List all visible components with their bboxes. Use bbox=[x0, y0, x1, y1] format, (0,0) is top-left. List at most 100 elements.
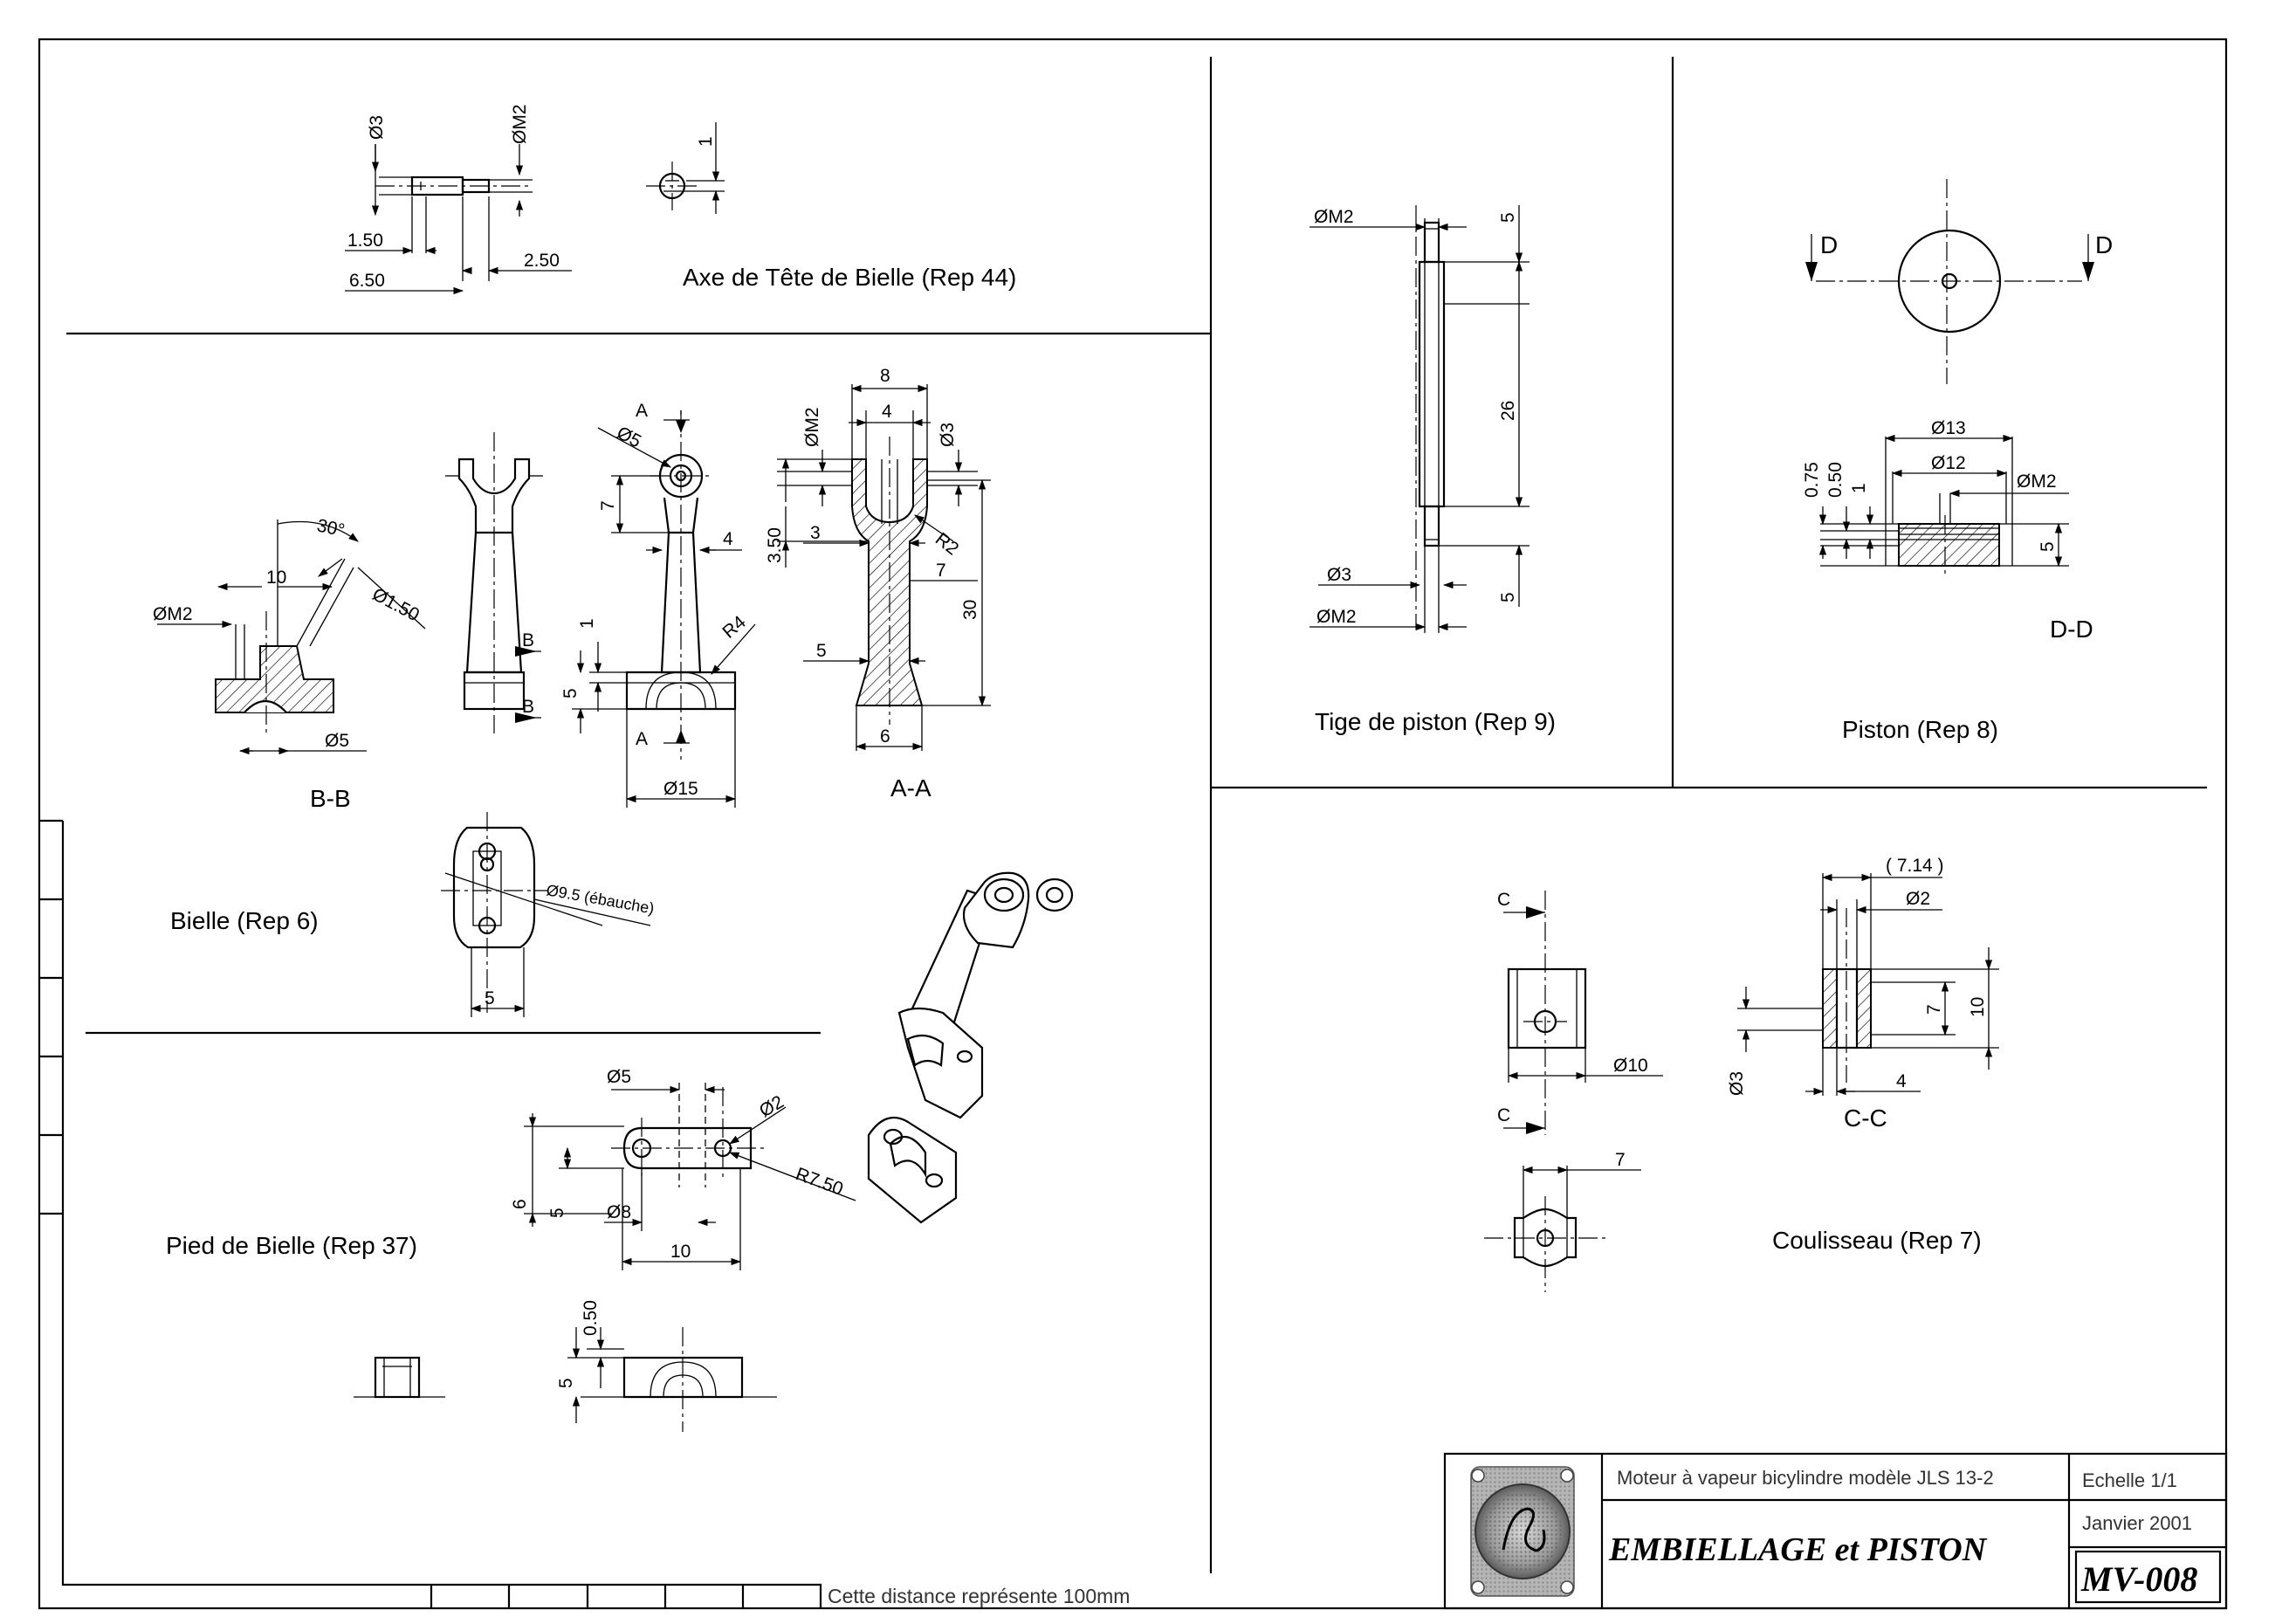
dim-tige-d3: Ø3 bbox=[1327, 565, 1351, 585]
dim-aa-6: 6 bbox=[880, 726, 890, 747]
coul-bottom: 7 bbox=[1484, 1150, 1641, 1292]
section-bb: 30° 10 Ø1.50 ØM2 Ø5 bbox=[153, 515, 426, 755]
cut-b-bottom: B bbox=[522, 697, 534, 717]
dim-aa-3: 3 bbox=[810, 523, 821, 543]
dim-piston-5: 5 bbox=[2038, 541, 2058, 552]
pied-title: Pied de Bielle (Rep 37) bbox=[166, 1232, 417, 1259]
dim-coul-714: ( 7.14 ) bbox=[1886, 856, 1944, 876]
dim-coul-v7: 7 bbox=[1924, 1004, 1944, 1015]
dim-bb-d150: Ø1.50 bbox=[369, 584, 423, 625]
dim-pied-v050: 0.50 bbox=[581, 1300, 601, 1336]
bielle-title: Bielle (Rep 6) bbox=[170, 907, 319, 934]
dim-piston-075: 0.75 bbox=[1802, 462, 1822, 498]
dim-tige-dm2a: ØM2 bbox=[1314, 207, 1354, 227]
cut-b-top: B bbox=[522, 630, 534, 650]
dim-front-l4: 4 bbox=[723, 529, 733, 549]
dim-aa-30: 30 bbox=[960, 600, 980, 620]
dim-front-d15: Ø15 bbox=[663, 779, 698, 799]
cut-c-bottom: C bbox=[1497, 1105, 1510, 1125]
dim-axe-250: 2.50 bbox=[524, 251, 560, 271]
dim-tige-5a: 5 bbox=[1498, 212, 1518, 223]
dim-piston-d13: Ø13 bbox=[1931, 418, 1966, 438]
tb-scale: Echelle 1/1 bbox=[2082, 1469, 2177, 1491]
dim-axe-d3: Ø3 bbox=[367, 115, 387, 140]
pied-front: Ø5 Ø2 R7.50 6 5 Ø8 10 bbox=[510, 1067, 856, 1270]
dim-coul-4: 4 bbox=[1896, 1071, 1907, 1091]
dim-pied-d2: Ø2 bbox=[756, 1091, 787, 1121]
section-cc-label: C-C bbox=[1844, 1104, 1887, 1132]
dim-axe-dm2: ØM2 bbox=[510, 104, 530, 144]
axe-view: Ø3 ØM2 1.50 6.50 2.50 1 bbox=[345, 104, 725, 295]
dim-coul-d2: Ø2 bbox=[1906, 889, 1930, 909]
cut-d-right: D bbox=[2095, 231, 2113, 258]
tige-title: Tige de piston (Rep 9) bbox=[1315, 708, 1556, 735]
bielle-front: A A Ø5 7 4 R4 1 5 Ø15 bbox=[560, 401, 756, 808]
dim-axe-650: 6.50 bbox=[349, 271, 385, 291]
dim-pied-d5: Ø5 bbox=[607, 1067, 631, 1087]
dim-pied-r750: R7.50 bbox=[793, 1164, 846, 1200]
dim-aa-d3: Ø3 bbox=[938, 423, 958, 447]
title-block bbox=[1443, 1452, 2228, 1610]
dim-coul-d3: Ø3 bbox=[1727, 1071, 1747, 1096]
pied-side bbox=[354, 1356, 445, 1399]
cut-d-left: D bbox=[1820, 231, 1838, 258]
dim-bb-d5: Ø5 bbox=[325, 731, 349, 751]
cut-c-top: C bbox=[1497, 890, 1510, 910]
dim-axe-150: 1.50 bbox=[347, 231, 383, 251]
dim-piston-dm2: ØM2 bbox=[2017, 471, 2057, 492]
dim-front-v5: 5 bbox=[560, 688, 581, 698]
section-bb-label: B-B bbox=[310, 785, 351, 812]
dim-top-5: 5 bbox=[485, 988, 495, 1008]
dim-aa-r2: R2 bbox=[931, 529, 962, 560]
tb-project: Moteur à vapeur bicylindre modèle JLS 13… bbox=[1617, 1467, 1994, 1489]
dim-piston-050: 0.50 bbox=[1825, 462, 1846, 498]
piston-top: D D bbox=[1805, 179, 2113, 384]
piston-title: Piston (Rep 8) bbox=[1842, 716, 1998, 743]
dim-bb-10: 10 bbox=[266, 568, 286, 588]
dim-axe-v1: 1 bbox=[696, 136, 716, 147]
dim-bb-dm2: ØM2 bbox=[153, 604, 193, 624]
dim-pied-v5b: 5 bbox=[556, 1378, 576, 1388]
piston-section: Ø13 Ø12 ØM2 0.75 0.50 1 5 bbox=[1802, 418, 2069, 576]
dim-piston-1: 1 bbox=[1849, 483, 1869, 493]
pied-bottom: 5 0.50 bbox=[556, 1300, 777, 1432]
dim-tige-5b: 5 bbox=[1498, 592, 1518, 602]
cut-a-bottom: A bbox=[636, 729, 648, 749]
bielle-side: B B bbox=[445, 432, 543, 733]
dim-coul-7: 7 bbox=[1615, 1150, 1626, 1170]
dim-tige-dm2b: ØM2 bbox=[1316, 607, 1357, 627]
dim-aa-dm2: ØM2 bbox=[802, 407, 822, 447]
dim-aa-7: 7 bbox=[936, 561, 946, 581]
dim-front-d5: Ø5 bbox=[614, 423, 645, 451]
section-aa-label: A-A bbox=[890, 774, 931, 802]
coulisseau-title: Coulisseau (Rep 7) bbox=[1772, 1227, 1982, 1254]
section-aa: 8 4 ØM2 Ø3 3.50 3 R2 7 30 5 bbox=[765, 366, 991, 751]
tb-title: EMBIELLAGE et PISTON bbox=[1608, 1531, 1988, 1568]
dim-pied-v6: 6 bbox=[510, 1199, 530, 1209]
dim-coul-d10: Ø10 bbox=[1613, 1056, 1648, 1076]
cut-a-top: A bbox=[636, 401, 648, 421]
dim-front-v1: 1 bbox=[577, 618, 597, 629]
iso-bielle bbox=[897, 871, 1074, 1119]
company-logo bbox=[1470, 1466, 1575, 1597]
tb-drawing-id: MV-008 bbox=[2080, 1559, 2197, 1599]
axe-title: Axe de Tête de Bielle (Rep 44) bbox=[683, 264, 1016, 291]
dim-aa-4: 4 bbox=[882, 402, 892, 422]
dim-front-r4: R4 bbox=[718, 612, 750, 643]
section-dd-label: D-D bbox=[2050, 616, 2093, 643]
sheet-frame bbox=[38, 38, 2228, 1610]
dim-tige-26: 26 bbox=[1498, 401, 1518, 421]
dim-pied-v5: 5 bbox=[547, 1208, 567, 1218]
iso-pied bbox=[867, 1116, 958, 1224]
tige-view: 5 26 5 ØM2 Ø3 ØM2 bbox=[1310, 205, 1530, 633]
dim-aa-350: 3.50 bbox=[765, 527, 785, 563]
dim-aa-8: 8 bbox=[880, 366, 890, 386]
tb-date: Janvier 2001 bbox=[2082, 1512, 2192, 1534]
dim-aa-5: 5 bbox=[816, 641, 827, 661]
dim-pied-d8: Ø8 bbox=[607, 1202, 631, 1222]
scale-footnote: Cette distance représente 100mm bbox=[828, 1585, 1130, 1607]
dim-front-v7: 7 bbox=[598, 500, 618, 511]
coul-front: Ø10 C C bbox=[1497, 890, 1663, 1135]
dim-piston-d12: Ø12 bbox=[1931, 453, 1966, 473]
